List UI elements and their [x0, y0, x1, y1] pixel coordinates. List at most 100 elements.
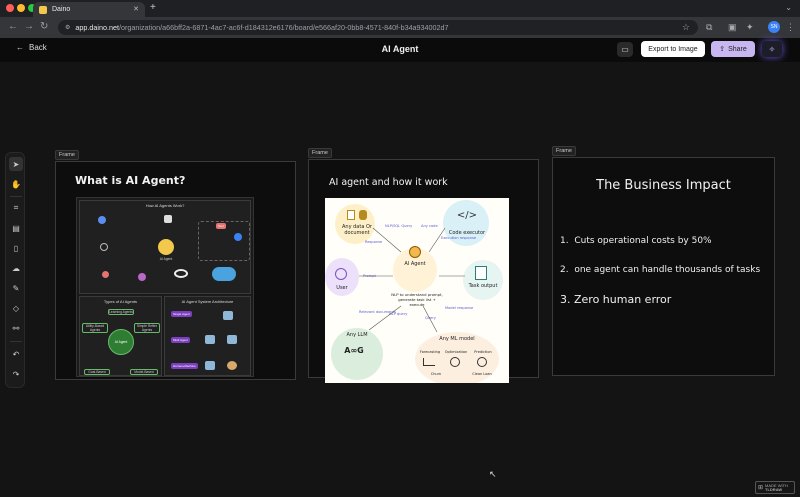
frame-label[interactable]: Frame — [552, 146, 576, 156]
minimize-window-icon[interactable] — [17, 4, 25, 12]
extensions-icon[interactable]: ⧉ — [706, 22, 713, 32]
frame-title: AI agent and how it work — [329, 177, 448, 188]
types-hub — [108, 329, 134, 355]
type-simple-reflex: Simple Reflex Agents — [134, 323, 160, 333]
diagram-arrows — [359, 227, 465, 333]
browser-toolbar: ← → ↻ ⚙ app.daino.net/organization/a66bf… — [0, 17, 800, 38]
brain-icon — [138, 273, 146, 281]
connector-tool-icon[interactable]: ⚯ — [12, 323, 20, 333]
new-tab-icon[interactable]: + — [150, 2, 156, 13]
arrow-line — [422, 305, 438, 333]
code-bubble — [443, 200, 489, 246]
search-icon — [164, 215, 172, 223]
tab-title: Daino — [52, 6, 71, 13]
type-utility: Utility-Based Agents — [82, 323, 108, 333]
person-icon — [227, 361, 237, 370]
task-document-icon — [475, 266, 487, 280]
arch-chip: Single Agent — [171, 311, 192, 317]
impact-text: Cuts operational costs by 50% — [574, 236, 712, 246]
sparkle-icon: ✧ — [768, 44, 776, 54]
agent-robot-icon — [409, 246, 421, 258]
pen-tool-icon[interactable]: ✎ — [12, 283, 20, 293]
ai-agents-infographic[interactable]: How AI Agents Work? AI Agent Tool Types … — [76, 197, 254, 377]
ai-agent-workflow-diagram[interactable]: Any data Or document </> Code executor A… — [325, 198, 509, 383]
frame-label[interactable]: Frame — [308, 148, 332, 158]
frame-title: The Business Impact — [596, 178, 731, 193]
share-button[interactable]: ⇪ Share — [711, 41, 755, 57]
tab-list-icon[interactable]: ⌄ — [785, 3, 792, 12]
forecasting-label: Forecasting — [419, 350, 441, 354]
close-window-icon[interactable] — [6, 4, 14, 12]
url-host: app.daino.net — [75, 23, 119, 32]
browser-tab[interactable]: Daino ✕ — [33, 2, 145, 17]
type-goal: Goal-Based — [84, 369, 110, 375]
response-label: Response — [365, 240, 383, 244]
close-tab-icon[interactable]: ✕ — [133, 6, 139, 13]
frame-what-is-ai-agent[interactable]: What is AI Agent? How AI Agents Work? AI… — [55, 161, 296, 380]
types-panel: Types of AI Agents AI Agent Learning Age… — [79, 296, 162, 376]
user-icon — [335, 268, 347, 280]
site-info-icon[interactable]: ⚙ — [65, 25, 71, 31]
architecture-panel: AI Agent System Architecture Single Agen… — [164, 296, 251, 376]
select-tool-icon[interactable]: ➤ — [9, 157, 23, 171]
bookmark-star-icon[interactable]: ☆ — [681, 22, 690, 32]
relevant-docs-label: Relevant documents — [359, 310, 396, 314]
task-output-label: Task output — [468, 283, 498, 289]
drawing-toolbar: ➤ ✋ ⌗ ▤ ▯ ☁ ✎ ◇ ⚯ ↶ ↷ — [5, 152, 25, 388]
target-icon — [477, 357, 487, 367]
back-label: Back — [29, 43, 47, 52]
type-learning: Learning Agents — [108, 309, 134, 315]
ai-assistant-button[interactable]: ✧ — [762, 41, 782, 57]
url-path: /organization/a66bff2a-6871-4ac7-ac6f-d1… — [118, 23, 449, 32]
export-to-image-button[interactable]: Export to Image — [641, 41, 705, 57]
panel-caption: How AI Agents Work? — [145, 203, 185, 208]
impact-number: 3. — [560, 293, 571, 306]
impact-item: 2. one agent can handle thousands of tas… — [560, 265, 760, 275]
extension-puzzle-icon[interactable]: ✦ — [746, 22, 754, 32]
panel-caption: AI Agent System Architecture — [181, 299, 234, 304]
arch-chip: Multi Agent — [171, 337, 190, 343]
churn-label: Churn — [430, 372, 442, 376]
code-icon: </> — [456, 210, 478, 221]
address-bar[interactable]: ⚙ app.daino.net/organization/a66bff2a-68… — [58, 20, 698, 35]
robot-icon — [158, 239, 174, 255]
eye-icon — [174, 269, 188, 278]
cloud-icon — [212, 267, 236, 281]
chart-icon — [423, 358, 435, 366]
back-arrow-icon[interactable]: ← — [8, 21, 18, 32]
types-hub-label: AI Agent — [114, 340, 128, 344]
monitor-icon: ▭ — [621, 45, 629, 54]
present-button[interactable]: ▭ — [617, 42, 633, 57]
impact-number: 2. — [560, 265, 569, 275]
center-node-label: AI Agent — [159, 257, 173, 261]
profile-avatar[interactable]: SN — [768, 21, 780, 33]
frame-label[interactable]: Frame — [55, 150, 79, 160]
impact-number: 1. — [560, 236, 569, 246]
query-label: Query — [425, 316, 436, 320]
back-button[interactable]: ← Back — [16, 43, 47, 52]
forward-arrow-icon[interactable]: → — [24, 21, 34, 32]
maximize-window-icon[interactable] — [28, 4, 36, 12]
database-icon — [102, 271, 109, 278]
undo-icon[interactable]: ↶ — [12, 349, 20, 359]
note-tool-icon[interactable]: ▤ — [12, 223, 20, 233]
frame-business-impact[interactable]: The Business Impact 1. Cuts operational … — [552, 157, 775, 376]
panel-caption: Types of AI Agents — [103, 299, 138, 304]
hand-tool-icon[interactable]: ✋ — [11, 179, 21, 189]
frame-ai-agent-how-it-works[interactable]: AI agent and how it work Any data Or doc… — [308, 159, 539, 383]
file-tool-icon[interactable]: ▯ — [13, 243, 19, 253]
tool-chip: Tool — [216, 223, 226, 229]
arrow-line — [368, 305, 402, 331]
person-icon — [98, 216, 106, 224]
browser-menu-icon[interactable]: ⋮ — [786, 22, 795, 32]
any-ml-label: Any ML model — [439, 336, 475, 342]
sidebar-icon[interactable]: ▣ — [728, 22, 737, 32]
redo-icon[interactable]: ↷ — [12, 369, 20, 379]
reload-icon[interactable]: ↻ — [40, 21, 49, 32]
eraser-tool-icon[interactable]: ◇ — [12, 303, 20, 313]
frame-tool-icon[interactable]: ⌗ — [13, 203, 19, 212]
nlp-query-label: NLP query — [389, 312, 408, 316]
impact-text: Zero human error — [574, 293, 672, 306]
upload-tool-icon[interactable]: ☁ — [12, 263, 20, 273]
